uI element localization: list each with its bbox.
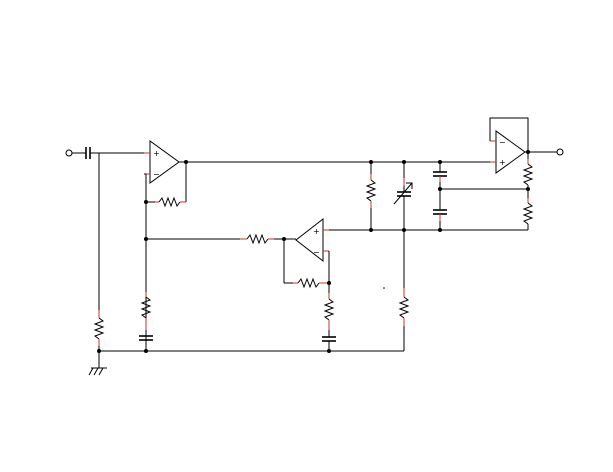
resistor-tank-lower bbox=[398, 230, 410, 351]
capacitor-u2-lower bbox=[322, 330, 336, 351]
u3-minus-sign: − bbox=[499, 138, 506, 147]
junction-dot bbox=[144, 200, 148, 204]
u2-plus-sign: + bbox=[313, 227, 320, 236]
junction-dot bbox=[144, 349, 148, 353]
capacitor-left-column bbox=[139, 330, 153, 351]
u1-plus-sign: + bbox=[153, 149, 160, 158]
resistor-u2-input bbox=[240, 233, 274, 245]
resistor-output-lower bbox=[522, 189, 534, 230]
variable-capacitor bbox=[393, 162, 413, 230]
junction-dot bbox=[369, 228, 373, 232]
u2-minus-sign: − bbox=[313, 248, 320, 257]
resistor-u1-feedback bbox=[146, 196, 186, 208]
u3-plus-sign: + bbox=[499, 158, 506, 167]
output-terminal bbox=[556, 148, 564, 156]
opamp-u3: − + bbox=[490, 130, 526, 174]
opamp-u2: + − bbox=[295, 217, 329, 263]
resistor-left-column bbox=[140, 239, 152, 330]
capacitor-lower-pair bbox=[433, 209, 447, 230]
junction-dot bbox=[327, 349, 331, 353]
resistor-u2-feedback bbox=[284, 277, 329, 289]
wire-u3-feedback bbox=[489, 117, 529, 152]
resistor-output-upper bbox=[522, 152, 534, 189]
ground-symbol bbox=[88, 367, 107, 376]
input-capacitor bbox=[85, 147, 91, 159]
input-terminal bbox=[65, 149, 86, 157]
stray-dot bbox=[383, 287, 385, 289]
u1-minus-sign: − bbox=[153, 170, 160, 179]
opamp-u1: + − bbox=[144, 140, 180, 184]
resistor-input-shunt bbox=[93, 310, 105, 346]
resistor-tank bbox=[365, 162, 377, 230]
resistor-u2-lower bbox=[323, 283, 335, 330]
capacitor-upper-pair bbox=[433, 162, 447, 210]
